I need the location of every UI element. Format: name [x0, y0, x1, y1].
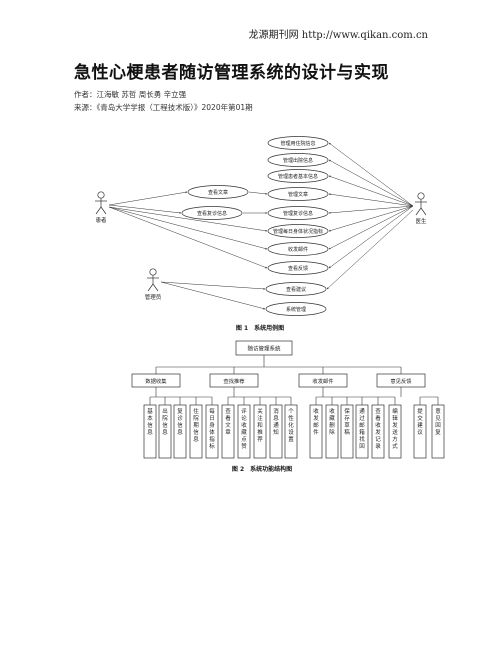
leaf-label-3-1: 意见回复 [435, 407, 441, 436]
module-label-1: 查找推荐 [223, 377, 245, 385]
assoc-doctor-1 [328, 159, 414, 207]
article-source: 来源：《青岛大学学报（工程技术版）》2020年第01期 [74, 103, 253, 112]
leaf-label-1-3: 消息通知 [273, 407, 279, 436]
article-authors: 作者：江海敏 苏哲 周长勇 辛立强 [74, 90, 187, 99]
include-article [248, 191, 268, 195]
use-case-patient-0: 查看文章 [187, 185, 249, 199]
leaf-box-0-4 [205, 404, 219, 459]
assoc-doctor-4 [328, 205, 414, 214]
leaf-box-0-3 [189, 404, 203, 459]
leaf-box-2-0 [309, 404, 323, 459]
figure-1-caption: 图 1 系统用例图 [236, 324, 284, 332]
leaf-box-1-4 [284, 404, 298, 459]
assoc-patient-1 [108, 204, 182, 214]
leaf-box-0-2 [173, 404, 187, 459]
leaf-label-2-2: 保存草稿 [344, 407, 350, 436]
assoc-doctor-3 [328, 193, 414, 207]
leaf-label-0-3: 住院期信息 [193, 407, 199, 443]
leaf-box-1-3 [269, 404, 283, 459]
actor-doctor: 医生 [415, 192, 427, 225]
use-case-doctor-7: 查看反馈 [267, 261, 329, 275]
assoc-admin-0 [160, 281, 266, 290]
leaf-label-2-1: 收藏删除 [329, 407, 335, 436]
assoc-patient-extra-0 [108, 206, 268, 232]
assoc-admin-1 [160, 281, 266, 310]
module-label-3: 意见反馈 [390, 377, 412, 385]
leaf-label-1-1: 评论收藏点赞 [241, 407, 247, 450]
use-case-doctor-3: 管理文章 [267, 187, 329, 201]
leaf-label-1-0: 查看文章 [225, 407, 231, 436]
assoc-doctor-suggest [326, 209, 414, 290]
use-case-admin-1-label: 系统管理 [286, 306, 306, 313]
leaf-label-2-5: 编辑发送方式 [392, 407, 398, 450]
leaf-label-1-2: 关注和推荐 [257, 407, 263, 443]
assoc-doctor-5 [328, 205, 414, 232]
assoc-patient-0 [108, 191, 188, 206]
actor-admin: 管理员 [145, 268, 162, 301]
leaf-label-0-0: 基本信息 [147, 407, 153, 436]
assoc-doctor-6 [328, 205, 414, 250]
leaf-label-0-1: 出院信息 [162, 407, 168, 436]
use-case-doctor-6-label: 收发邮件 [288, 246, 308, 253]
leaf-box-2-4 [371, 404, 385, 459]
leaf-box-3-1 [431, 404, 445, 459]
leaf-label-2-3: 通过邮箱找回 [359, 407, 365, 450]
leaf-label-2-4: 查看收发记录 [375, 407, 381, 450]
actor-patient-label: 患者 [95, 216, 107, 224]
use-case-admin-1: 系统管理 [265, 302, 327, 316]
use-case-admin-0-label: 查看建议 [286, 286, 306, 293]
module-label-0: 数据收集 [145, 377, 167, 385]
leaf-box-1-0 [221, 404, 235, 459]
use-case-doctor-7-label: 查看反馈 [288, 265, 308, 272]
actor-admin-label: 管理员 [145, 293, 162, 301]
leaf-box-3-0 [413, 404, 427, 459]
use-case-doctor-0-label: 管理用住院信息 [280, 140, 315, 147]
actor-doctor-label: 医生 [415, 217, 427, 225]
assoc-patient-extra-2 [108, 206, 268, 269]
use-case-admin-0: 查看建议 [265, 282, 327, 296]
use-case-doctor-2: 管理患者基本信息 [267, 169, 329, 183]
use-case-patient-0-label: 查看文章 [208, 189, 228, 196]
leaf-box-2-5 [388, 404, 402, 459]
leaf-box-1-2 [253, 404, 267, 459]
leaf-label-0-4: 每日身体指标 [209, 407, 215, 450]
leaf-label-2-0: 收发邮件 [313, 407, 319, 436]
module-label-2: 收发邮件 [312, 377, 334, 385]
use-case-doctor-3-label: 管理文章 [288, 191, 308, 198]
use-case-doctor-5-label: 管理每日身体状况指标 [273, 228, 323, 235]
actor-patient: 患者 [95, 191, 107, 224]
journal-site-header: 龙源期刊网 http://www.qikan.com.cn [248, 30, 428, 41]
use-case-doctor-5: 管理每日身体状况指标 [267, 224, 329, 238]
leaf-box-2-2 [340, 404, 354, 459]
use-case-doctor-4-label: 管理复诊信息 [283, 210, 313, 217]
root-label: 随访管理系统 [247, 345, 281, 353]
leaf-box-2-1 [325, 404, 339, 459]
use-case-doctor-1: 管理出院信息 [267, 153, 329, 167]
assoc-doctor-7 [328, 205, 414, 269]
use-case-doctor-4: 管理复诊信息 [267, 206, 329, 220]
leaf-box-0-0 [143, 404, 157, 459]
leaf-box-2-3 [355, 404, 369, 459]
use-case-doctor-6: 收发邮件 [267, 242, 329, 256]
assoc-doctor-2 [328, 175, 414, 207]
leaf-label-0-2: 复诊信息 [177, 407, 183, 436]
leaf-label-1-4: 个性化设置 [288, 408, 294, 443]
use-case-patient-1: 查看复诊信息 [181, 206, 243, 220]
leaf-label-3-0: 提交建议 [417, 407, 423, 436]
figure-2-caption: 图 2 系统功能结构图 [232, 465, 292, 473]
use-case-doctor-1-label: 管理出院信息 [283, 157, 313, 164]
assoc-patient-extra-1 [108, 206, 268, 250]
assoc-doctor-0 [328, 142, 414, 207]
use-case-patient-1-label: 查看复诊信息 [197, 210, 227, 217]
article-title: 急性心梗患者随访管理系统的设计与实现 [74, 63, 389, 83]
use-case-doctor-0: 管理用住院信息 [267, 136, 329, 150]
use-case-doctor-2-label: 管理患者基本信息 [278, 173, 318, 180]
leaf-box-1-1 [237, 404, 251, 459]
leaf-box-0-1 [158, 404, 172, 459]
